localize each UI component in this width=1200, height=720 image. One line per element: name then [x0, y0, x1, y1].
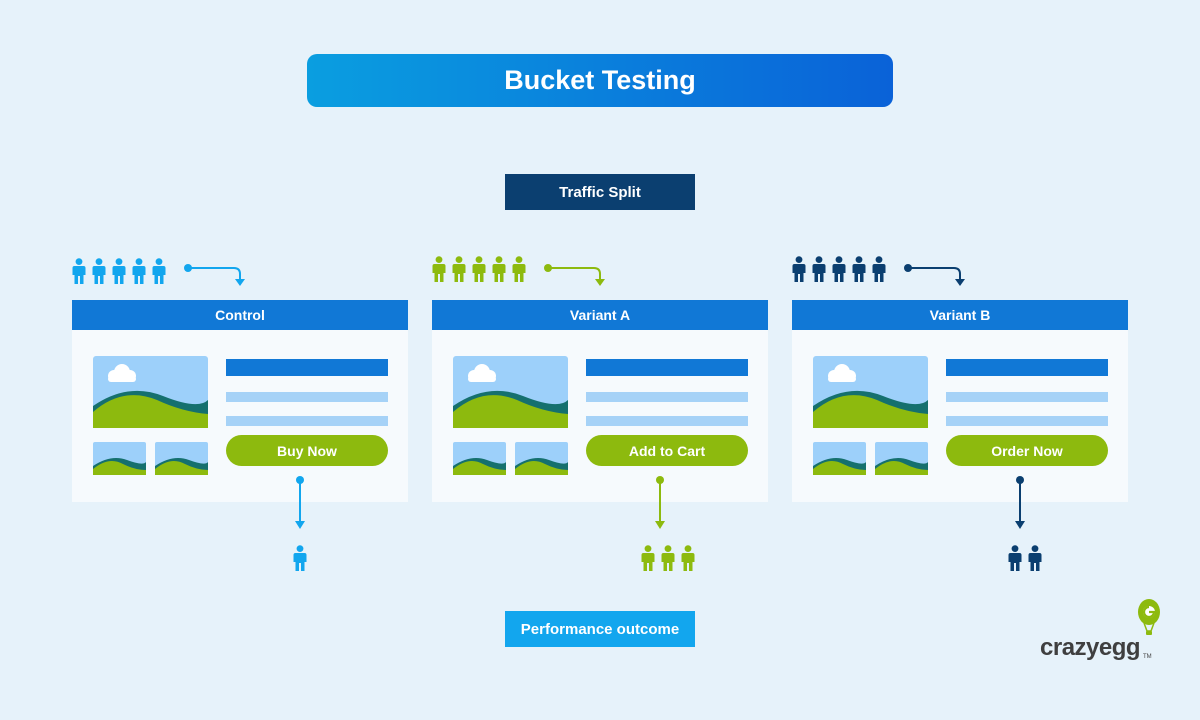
person-icon: [72, 258, 86, 284]
thumbnail-image-icon: [875, 442, 928, 475]
variant-a-card: Variant A Add to Cart: [432, 300, 768, 502]
person-icon: [152, 258, 166, 284]
control-card: Control Buy Now: [72, 300, 408, 502]
variant-b-entry-arrow: [904, 264, 965, 286]
performance-outcome-label: Performance outcome: [505, 611, 695, 647]
person-icon: [872, 256, 886, 282]
thumbnail-image-icon: [515, 442, 568, 475]
person-icon: [512, 256, 526, 282]
person-icon: [812, 256, 826, 282]
thumbnail-image-icon: [453, 442, 506, 475]
variant-b-card-header: Variant B: [792, 300, 1128, 330]
person-icon: [472, 256, 486, 282]
crazyegg-logo: crazyegg TM: [1040, 598, 1170, 666]
person-icon: [92, 258, 106, 284]
variant-b-visitors-out: [1008, 545, 1042, 571]
text-placeholder-bar: [586, 392, 748, 402]
person-icon: [1028, 545, 1042, 571]
landscape-image-icon: [813, 356, 928, 428]
person-icon: [832, 256, 846, 282]
variant-b-card: Variant B Order Now: [792, 300, 1128, 502]
traffic-split-label: Traffic Split: [505, 174, 695, 210]
add-to-cart-button[interactable]: Add to Cart: [586, 435, 748, 466]
person-icon: [852, 256, 866, 282]
text-placeholder-bar: [586, 416, 748, 426]
variant-b-visitors-in: [792, 256, 886, 282]
thumbnail-image-icon: [813, 442, 866, 475]
person-icon: [293, 545, 307, 571]
variant-a-visitors-out: [641, 545, 695, 571]
landscape-image-icon: [453, 356, 568, 428]
logo-trademark: TM: [1143, 654, 1152, 660]
balloon-egg-icon: [1138, 599, 1160, 635]
order-now-button[interactable]: Order Now: [946, 435, 1108, 466]
variant-a-card-header: Variant A: [432, 300, 768, 330]
control-entry-arrow: [184, 264, 245, 286]
page-title: Bucket Testing: [307, 54, 893, 107]
person-icon: [641, 545, 655, 571]
person-icon: [112, 258, 126, 284]
variant-a-outcome-arrow: [655, 476, 665, 529]
text-placeholder-bar: [226, 416, 388, 426]
control-outcome-arrow: [295, 476, 305, 529]
variant-a-visitors-in: [432, 256, 526, 282]
person-icon: [432, 256, 446, 282]
person-icon: [792, 256, 806, 282]
control-visitors-in: [72, 258, 166, 284]
person-icon: [492, 256, 506, 282]
person-icon: [681, 545, 695, 571]
thumbnail-image-icon: [93, 442, 146, 475]
variant-b-outcome-arrow: [1015, 476, 1025, 529]
person-icon: [661, 545, 675, 571]
heading-placeholder-bar: [226, 359, 388, 376]
thumbnail-image-icon: [155, 442, 208, 475]
text-placeholder-bar: [946, 416, 1108, 426]
buy-now-button[interactable]: Buy Now: [226, 435, 388, 466]
person-icon: [452, 256, 466, 282]
logo-wordmark: crazyegg: [1040, 634, 1141, 661]
text-placeholder-bar: [226, 392, 388, 402]
heading-placeholder-bar: [586, 359, 748, 376]
person-icon: [1008, 545, 1022, 571]
variant-a-entry-arrow: [544, 264, 605, 286]
heading-placeholder-bar: [946, 359, 1108, 376]
text-placeholder-bar: [946, 392, 1108, 402]
control-card-header: Control: [72, 300, 408, 330]
control-visitors-out: [293, 545, 307, 571]
landscape-image-icon: [93, 356, 208, 428]
person-icon: [132, 258, 146, 284]
